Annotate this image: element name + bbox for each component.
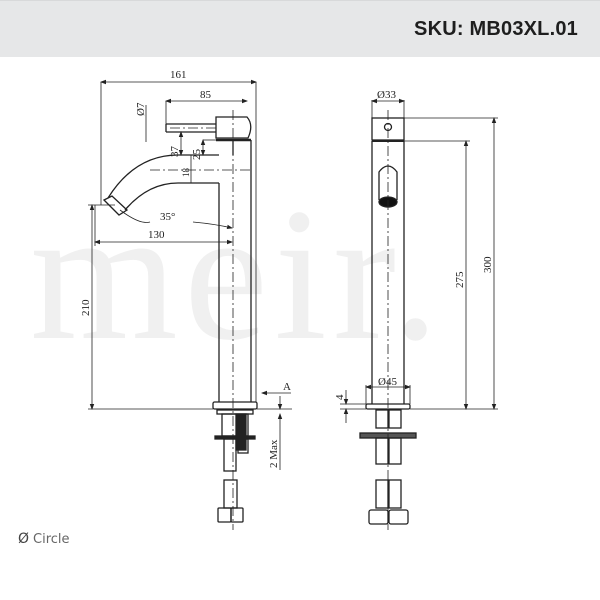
header-bar: SKU: MB03XL.01	[0, 0, 600, 57]
dim-base-height: 4	[334, 394, 346, 400]
side-view	[102, 116, 258, 523]
dim-spout-height: 210	[80, 299, 92, 316]
brand-watermark: meir.	[30, 170, 446, 380]
dim-overall-height: 300	[482, 256, 494, 273]
sku-label: SKU: MB03XL.01	[414, 18, 578, 40]
diameter-symbol-icon: Ø	[18, 531, 30, 547]
dim-handle-diameter: Ø7	[135, 102, 147, 116]
dim-top-diameter: Ø33	[377, 89, 396, 101]
dim-base-diameter: Ø45	[378, 376, 397, 388]
section-mark: A	[283, 381, 291, 393]
dim-spout-angle: 35°	[160, 211, 175, 223]
dim-handle-length: 85	[200, 89, 212, 101]
dim-spout-diameter: 18	[181, 168, 191, 178]
dim-overall-width: 161	[170, 69, 187, 81]
dim-cap-to-spout: 25	[191, 149, 203, 161]
legend-label: Circle	[33, 532, 70, 547]
dim-handle-to-spout: 37	[169, 146, 181, 158]
dim-max-thickness: 2 Max	[268, 439, 280, 468]
dim-body-height: 275	[454, 271, 466, 288]
dim-spout-reach: 130	[148, 229, 165, 241]
